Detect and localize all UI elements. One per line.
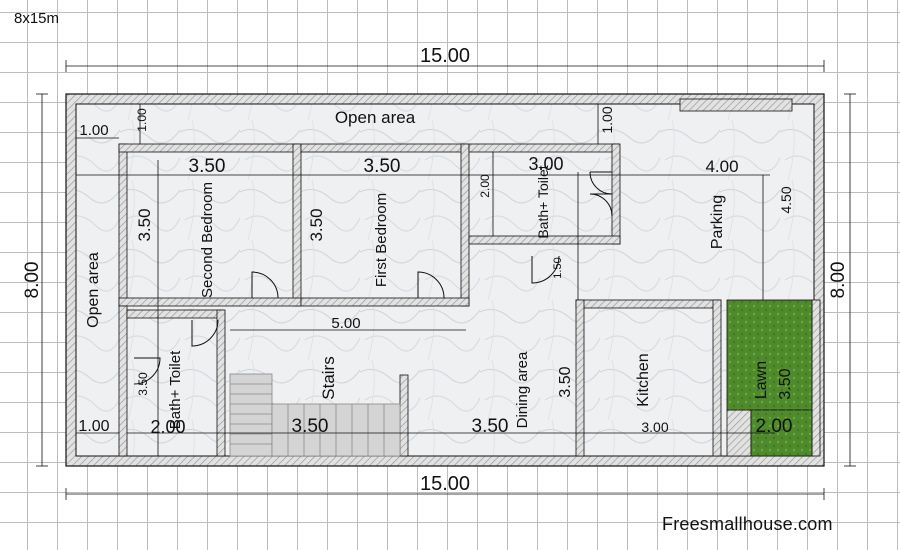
room-first-bedroom: First Bedroom <box>373 193 390 287</box>
room-dining-area: Dining area <box>514 351 531 428</box>
dim-total-width-top: 15.00 <box>420 45 470 67</box>
dim-second-bedroom-depth: 3.50 <box>135 208 154 241</box>
dim-open-area-top-depth: 1.00 <box>135 108 149 132</box>
dim-first-bedroom-width: 3.50 <box>364 156 401 177</box>
stairs-steps <box>229 373 401 457</box>
room-open-area-top: Open area <box>335 108 416 127</box>
dim-stairs-width: 3.50 <box>292 416 329 437</box>
dim-total-depth-left: 8.00 <box>22 262 43 299</box>
room-open-area-left: Open area <box>85 252 102 328</box>
dim-open-area-top-depth-right: 1.00 <box>599 106 615 133</box>
room-lawn: Lawn <box>753 361 770 399</box>
room-parking: Parking <box>709 195 726 249</box>
dim-total-width-bottom: 15.00 <box>420 473 470 495</box>
dimension-lines <box>36 60 856 500</box>
dim-lawn-width: 2.00 <box>756 416 793 437</box>
dim-bath-left-depth: 3.50 <box>136 372 150 396</box>
dim-total-depth-right: 8.00 <box>828 262 849 299</box>
dim-bath-left-width: 2.00 <box>150 417 185 437</box>
room-second-bedroom: Second Bedroom <box>199 182 216 298</box>
dim-dining-depth: 3.50 <box>557 366 574 397</box>
dim-dining-width: 3.50 <box>472 416 509 437</box>
dim-dining-gap: 1.50 <box>552 257 564 278</box>
dimension-labels: 15.00 15.00 8.00 8.00 1.00 1.00 1.00 1.0… <box>22 45 849 495</box>
plot-size-label: 8x15m <box>14 10 60 27</box>
dim-parking-depth: 4.50 <box>778 186 794 213</box>
room-bath-toilet-top: Bath+ Toilet <box>535 165 551 238</box>
dim-bath-top-width: 3.00 <box>528 154 563 174</box>
room-kitchen: Kitchen <box>635 353 652 406</box>
room-bath-toilet-left: Bath+ Toilet <box>167 350 184 429</box>
room-labels: Open area Open area Second Bedroom First… <box>85 108 770 429</box>
lawn-area <box>726 299 813 411</box>
dim-lawn-depth: 3.50 <box>777 368 794 399</box>
doors <box>133 171 613 385</box>
website-watermark: Freesmallhouse.com <box>662 514 833 534</box>
dim-open-area-left-width-bottom: 1.00 <box>78 418 109 435</box>
room-stairs: Stairs <box>319 356 338 399</box>
dim-first-bedroom-depth: 3.50 <box>307 208 326 241</box>
dim-open-area-left-width: 1.00 <box>79 122 108 139</box>
dim-kitchen-width: 3.00 <box>641 419 668 435</box>
dim-second-bedroom-width: 3.50 <box>189 156 226 177</box>
outer-walls <box>65 93 825 467</box>
dim-corridor-length: 5.00 <box>331 315 360 332</box>
parking-notch-wall <box>679 98 793 112</box>
dim-bath-top-depth: 2.00 <box>478 174 492 198</box>
dim-parking-width: 4.00 <box>705 157 738 176</box>
